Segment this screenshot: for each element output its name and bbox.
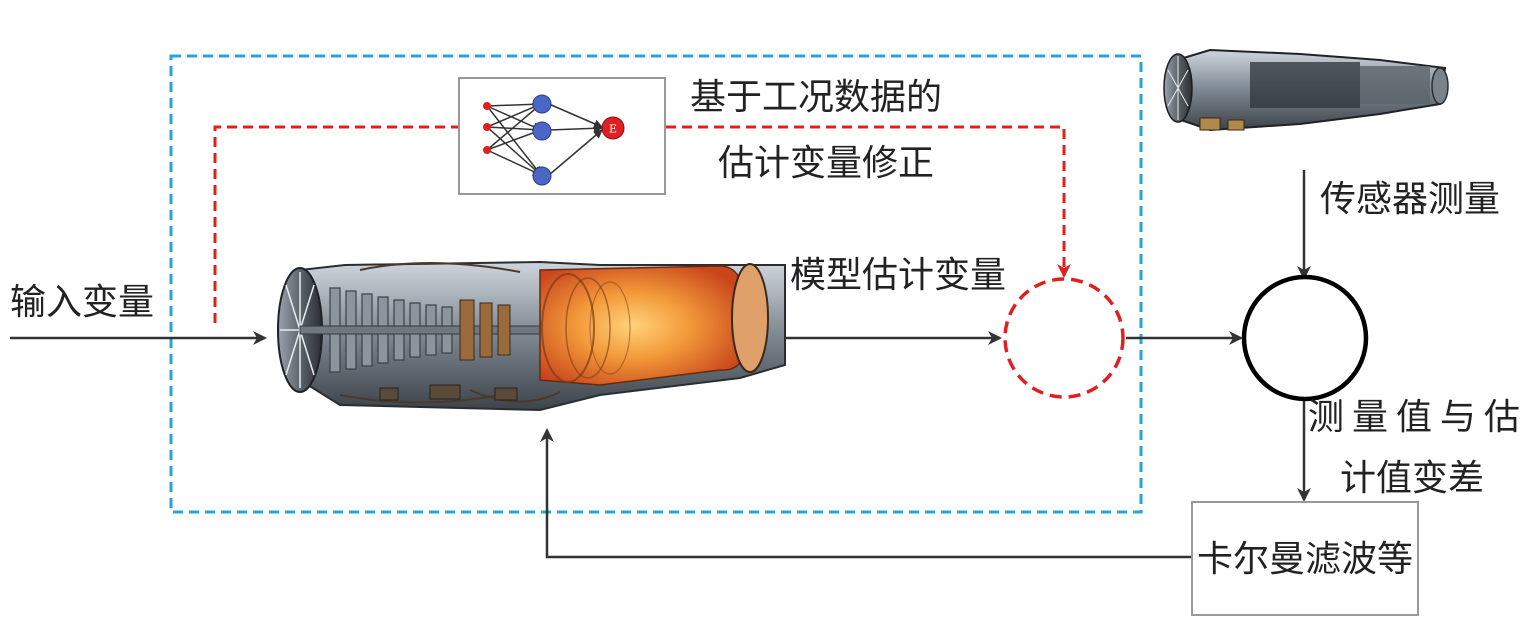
feedback-arrow — [540, 428, 1192, 559]
correction-path — [213, 125, 458, 323]
nn-input-node — [483, 102, 491, 110]
comparison-node — [1241, 274, 1369, 402]
sensor-label: 传感器测量 — [1320, 179, 1501, 220]
nn-hidden-node — [532, 121, 552, 141]
input-label: 输入变量 — [10, 282, 155, 323]
model-estimate-label: 模型估计变量 — [790, 255, 1007, 296]
correction-label-line2: 估计变量修正 — [718, 143, 935, 184]
nn-output-node — [601, 116, 625, 140]
filter-label: 卡尔曼滤波等 — [1196, 539, 1413, 580]
difference-label-line1: 测量值与估 — [1308, 397, 1529, 438]
nn-input-node — [483, 123, 491, 131]
neural-network-icon: E — [458, 77, 666, 195]
correction-node — [1003, 277, 1125, 399]
correction-label-line1: 基于工况数据的 — [690, 77, 943, 118]
model-boundary-frame — [169, 54, 1143, 514]
filter-box — [1191, 501, 1419, 616]
engine-photo-icon — [1163, 48, 1449, 132]
nn-hidden-node — [532, 94, 552, 114]
nn-output-label: E — [609, 123, 617, 136]
correction-path-arrow — [666, 125, 1071, 278]
engine-cutaway-icon — [277, 260, 786, 412]
difference-label-line2: 计值变差 — [1340, 458, 1485, 499]
nn-input-node — [483, 146, 491, 154]
nn-hidden-node — [532, 166, 552, 186]
